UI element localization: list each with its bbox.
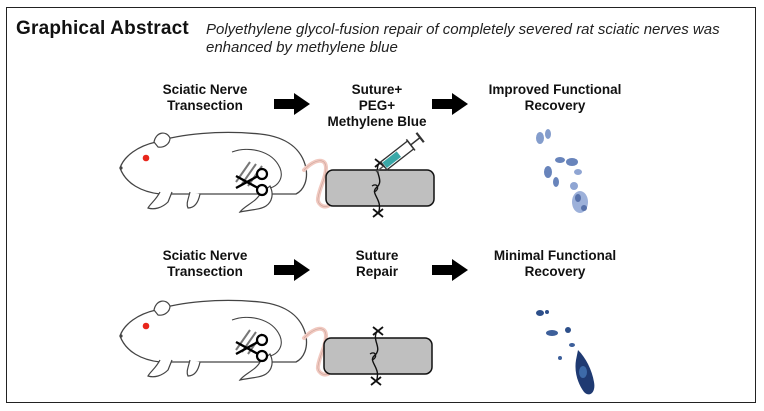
page-title: Graphical Abstract	[16, 18, 189, 39]
footprint-icon-improved	[536, 129, 588, 213]
row1-nerve-suture-icon	[325, 158, 435, 218]
row1-arrow-1	[274, 93, 310, 115]
page-subtitle: Polyethylene glycol-fusion repair of com…	[206, 21, 720, 56]
row2-arrow-2	[432, 259, 468, 281]
row1-arrow-2	[432, 93, 468, 115]
syringe-icon	[375, 132, 425, 173]
row1-step2-label: Suture+PEG+Methylene Blue	[327, 82, 427, 129]
row1-rat-icon	[117, 130, 331, 214]
row2-nerve-suture-icon	[323, 326, 433, 386]
row2-arrow-1	[274, 259, 310, 281]
footprint-icon-minimal	[536, 310, 595, 395]
row2-rat-icon	[117, 298, 331, 382]
